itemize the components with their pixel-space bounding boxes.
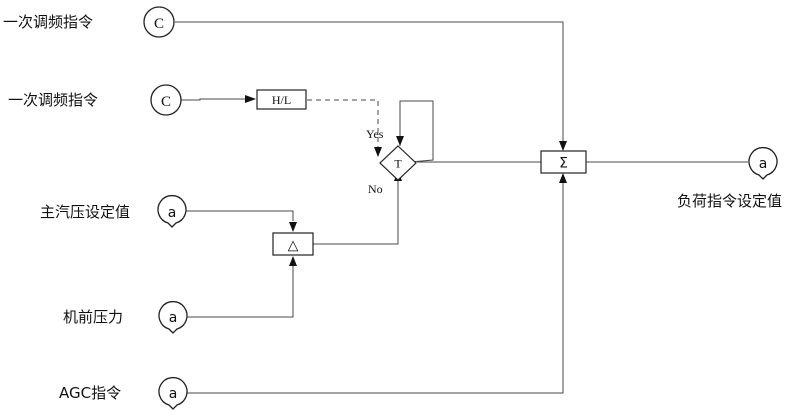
wire-front-pressure-to-delta [187, 265, 294, 318]
wire-agc-to-sum [187, 182, 564, 394]
arrowhead-transfer-yes [374, 147, 382, 157]
arrowhead-delta-bottom [289, 256, 297, 266]
arrowhead-sum-bottom [559, 173, 567, 183]
wire-primary-freq-1-to-sum [175, 21, 564, 141]
primary-freq-terminal-1: C [143, 6, 175, 38]
c-symbol: C [161, 94, 171, 110]
sum-block: Σ [540, 150, 587, 174]
wire-hl-to-transfer [307, 99, 379, 147]
transfer-switch-block: T [379, 145, 417, 181]
agc-terminal: a [158, 376, 188, 410]
wire-transfer-feedback [399, 100, 434, 163]
arrowhead-delta-top [289, 222, 297, 232]
agc-label: AGC指令 [59, 384, 121, 402]
a-symbol: a [169, 310, 178, 326]
delta-block: △ [272, 232, 314, 256]
arrowhead-hl-input [245, 95, 256, 103]
transfer-label: T [394, 157, 402, 171]
a-symbol: a [168, 205, 177, 221]
load-command-output-terminal: a [748, 146, 778, 180]
main-steam-setpoint-terminal: a [157, 194, 187, 228]
hl-label: H/L [272, 93, 291, 107]
a-symbol: a [169, 386, 178, 402]
primary-freq-terminal-2: C [150, 84, 182, 116]
c-symbol: C [154, 16, 164, 32]
wire-setpoint-to-delta [186, 210, 294, 221]
primary-freq-label-1: 一次调频指令 [3, 13, 93, 31]
delta-label: △ [288, 238, 299, 254]
primary-freq-label-2: 一次调频指令 [8, 91, 98, 109]
branch-no-label: No [368, 182, 383, 196]
main-steam-setpoint-label: 主汽压设定值 [40, 203, 130, 221]
a-symbol: a [759, 156, 768, 172]
front-pressure-terminal: a [158, 300, 188, 334]
arrowhead-sum-top [559, 141, 567, 151]
wire-delta-to-transfer [312, 180, 399, 245]
wire-primary-freq-2-to-hl [181, 98, 245, 101]
branch-yes-label: Yes [366, 127, 384, 141]
hl-limiter-block: H/L [256, 89, 307, 110]
output-label: 负荷指令设定值 [677, 192, 782, 210]
front-pressure-label: 机前压力 [63, 308, 123, 326]
sum-label: Σ [559, 156, 568, 172]
arrowhead-transfer-feedback [396, 136, 404, 146]
